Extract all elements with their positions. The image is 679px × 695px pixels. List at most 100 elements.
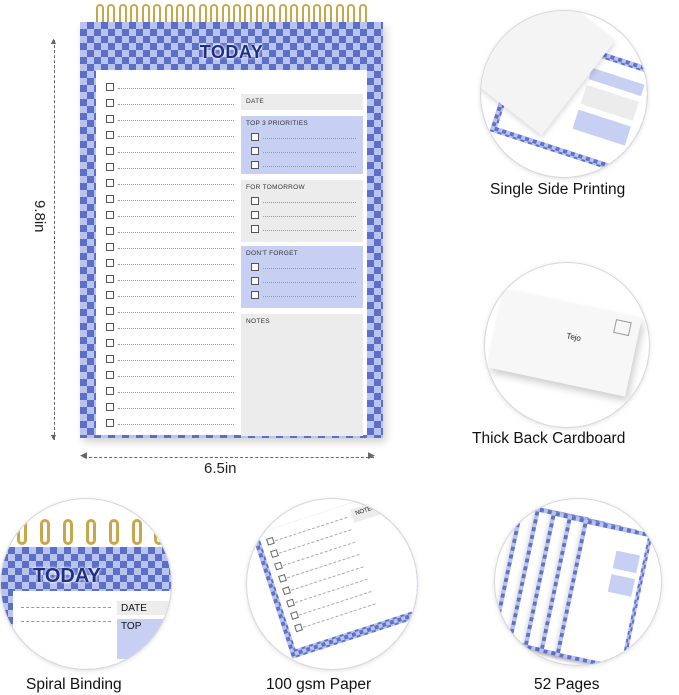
arrow-down-icon: ▼ — [49, 432, 58, 442]
checkbox-icon — [106, 227, 114, 235]
paper-checkbox-icon — [290, 611, 299, 620]
dotted-line — [263, 166, 356, 167]
checkbox-icon — [106, 83, 114, 91]
todo-row — [106, 80, 234, 94]
checkbox-icon — [106, 99, 114, 107]
tomorrow-label: FOR TOMORROW — [246, 184, 305, 191]
zoom-sheet: DATE TOP — [13, 591, 171, 669]
zoom-coil-ring — [154, 519, 165, 545]
zoom-coil-ring — [63, 519, 74, 545]
cardboard-back: Tejo — [488, 289, 642, 397]
notes-section: NOTES — [241, 314, 363, 436]
back-brand: Tejo — [565, 331, 582, 344]
paper-line — [298, 591, 372, 616]
dotted-line — [263, 268, 356, 269]
notepad-title: TODAY — [199, 42, 264, 62]
checkbox-icon — [251, 225, 259, 233]
paper-caption: 100 gsm Paper — [266, 676, 372, 693]
todo-row — [106, 400, 234, 414]
paper-line — [294, 578, 368, 604]
pages-caption: 52 Pages — [534, 676, 600, 693]
dotted-line — [263, 216, 356, 217]
dotted-line — [118, 248, 234, 249]
paper-line — [274, 516, 348, 542]
section-row — [251, 144, 356, 156]
checkbox-icon — [251, 161, 259, 169]
spiral-caption: Spiral Binding — [26, 676, 122, 693]
dotted-line — [263, 138, 356, 139]
width-label: 6.5in — [200, 460, 241, 477]
zoom-notepad: TODAY DATE TOP — [1, 547, 171, 669]
forget-section: DON'T FORGET — [241, 246, 363, 308]
dotted-line — [118, 360, 234, 361]
paper-line — [290, 566, 364, 591]
dotted-line — [118, 376, 234, 377]
todo-row — [106, 256, 234, 270]
todo-row — [106, 336, 234, 350]
zoom-coil-ring — [131, 519, 142, 545]
spiral-coil — [96, 2, 367, 28]
width-dimension-line — [84, 457, 374, 458]
todo-row — [106, 352, 234, 366]
checkbox-icon — [106, 275, 114, 283]
checkbox-icon — [106, 163, 114, 171]
single-side-caption: Single Side Printing — [490, 181, 626, 198]
section-row — [251, 288, 356, 300]
paper-line — [286, 553, 360, 579]
paper-circle: NOTES — [246, 498, 418, 670]
date-section: DATE — [241, 94, 363, 110]
paper-line — [282, 541, 356, 567]
checkbox-icon — [106, 339, 114, 347]
paper-line — [302, 603, 376, 628]
zoom-date-label: DATE — [121, 603, 147, 614]
paper-sheet: NOTES — [252, 499, 417, 659]
dotted-line — [263, 230, 356, 231]
checkbox-icon — [106, 291, 114, 299]
section-row — [251, 260, 356, 272]
section-row — [251, 208, 356, 220]
todo-row — [106, 304, 234, 318]
stacked-fill — [607, 574, 635, 597]
todo-row — [106, 160, 234, 174]
zoom-line-1 — [21, 607, 111, 608]
checkbox-icon — [251, 211, 259, 219]
tomorrow-section: FOR TOMORROW — [241, 180, 363, 242]
back-cardboard-caption: Thick Back Cardboard — [472, 430, 626, 447]
checkbox-icon — [106, 355, 114, 363]
dotted-line — [118, 232, 234, 233]
arrow-up-icon: ▲ — [49, 36, 58, 46]
zoom-coil-ring — [40, 519, 51, 545]
zoom-top-box: TOP — [117, 619, 171, 659]
paper-checkbox-icon — [266, 536, 275, 546]
notepad-sheet: DATE TOP 3 PRIORITIES FOR TOMORROW DON'T… — [96, 70, 367, 436]
section-row — [251, 158, 356, 170]
checkbox-icon — [251, 263, 259, 271]
height-label: 9.8in — [31, 200, 48, 233]
checkbox-icon — [251, 277, 259, 285]
paper-checkbox-icon — [286, 598, 295, 608]
paper-line — [278, 529, 352, 554]
checkbox-icon — [106, 323, 114, 331]
todo-row — [106, 128, 234, 142]
todo-row — [106, 224, 234, 238]
dotted-line — [263, 152, 356, 153]
todo-row — [106, 192, 234, 206]
stacked-fill — [612, 550, 640, 574]
paper-notes-box: NOTES — [350, 499, 393, 523]
zoom-title: TODAY — [33, 565, 101, 587]
dotted-line — [118, 104, 234, 105]
checkbox-icon — [251, 291, 259, 299]
paper-checkbox-icon — [270, 549, 279, 559]
spiral-binding-circle: TODAY DATE TOP — [0, 498, 172, 670]
dotted-line — [118, 168, 234, 169]
notepad: TODAY DATE TOP 3 PRIORITIES FOR TOMORROW… — [80, 22, 383, 438]
arrow-left-icon: ◀ — [80, 450, 87, 460]
checkbox-icon — [106, 259, 114, 267]
dotted-line — [118, 408, 234, 409]
paper-checkbox-icon — [278, 573, 287, 583]
paper-notes-label: NOTES — [354, 504, 377, 517]
dotted-line — [118, 88, 234, 89]
zoom-coil-ring — [108, 519, 119, 545]
checkbox-icon — [106, 195, 114, 203]
dotted-line — [118, 216, 234, 217]
